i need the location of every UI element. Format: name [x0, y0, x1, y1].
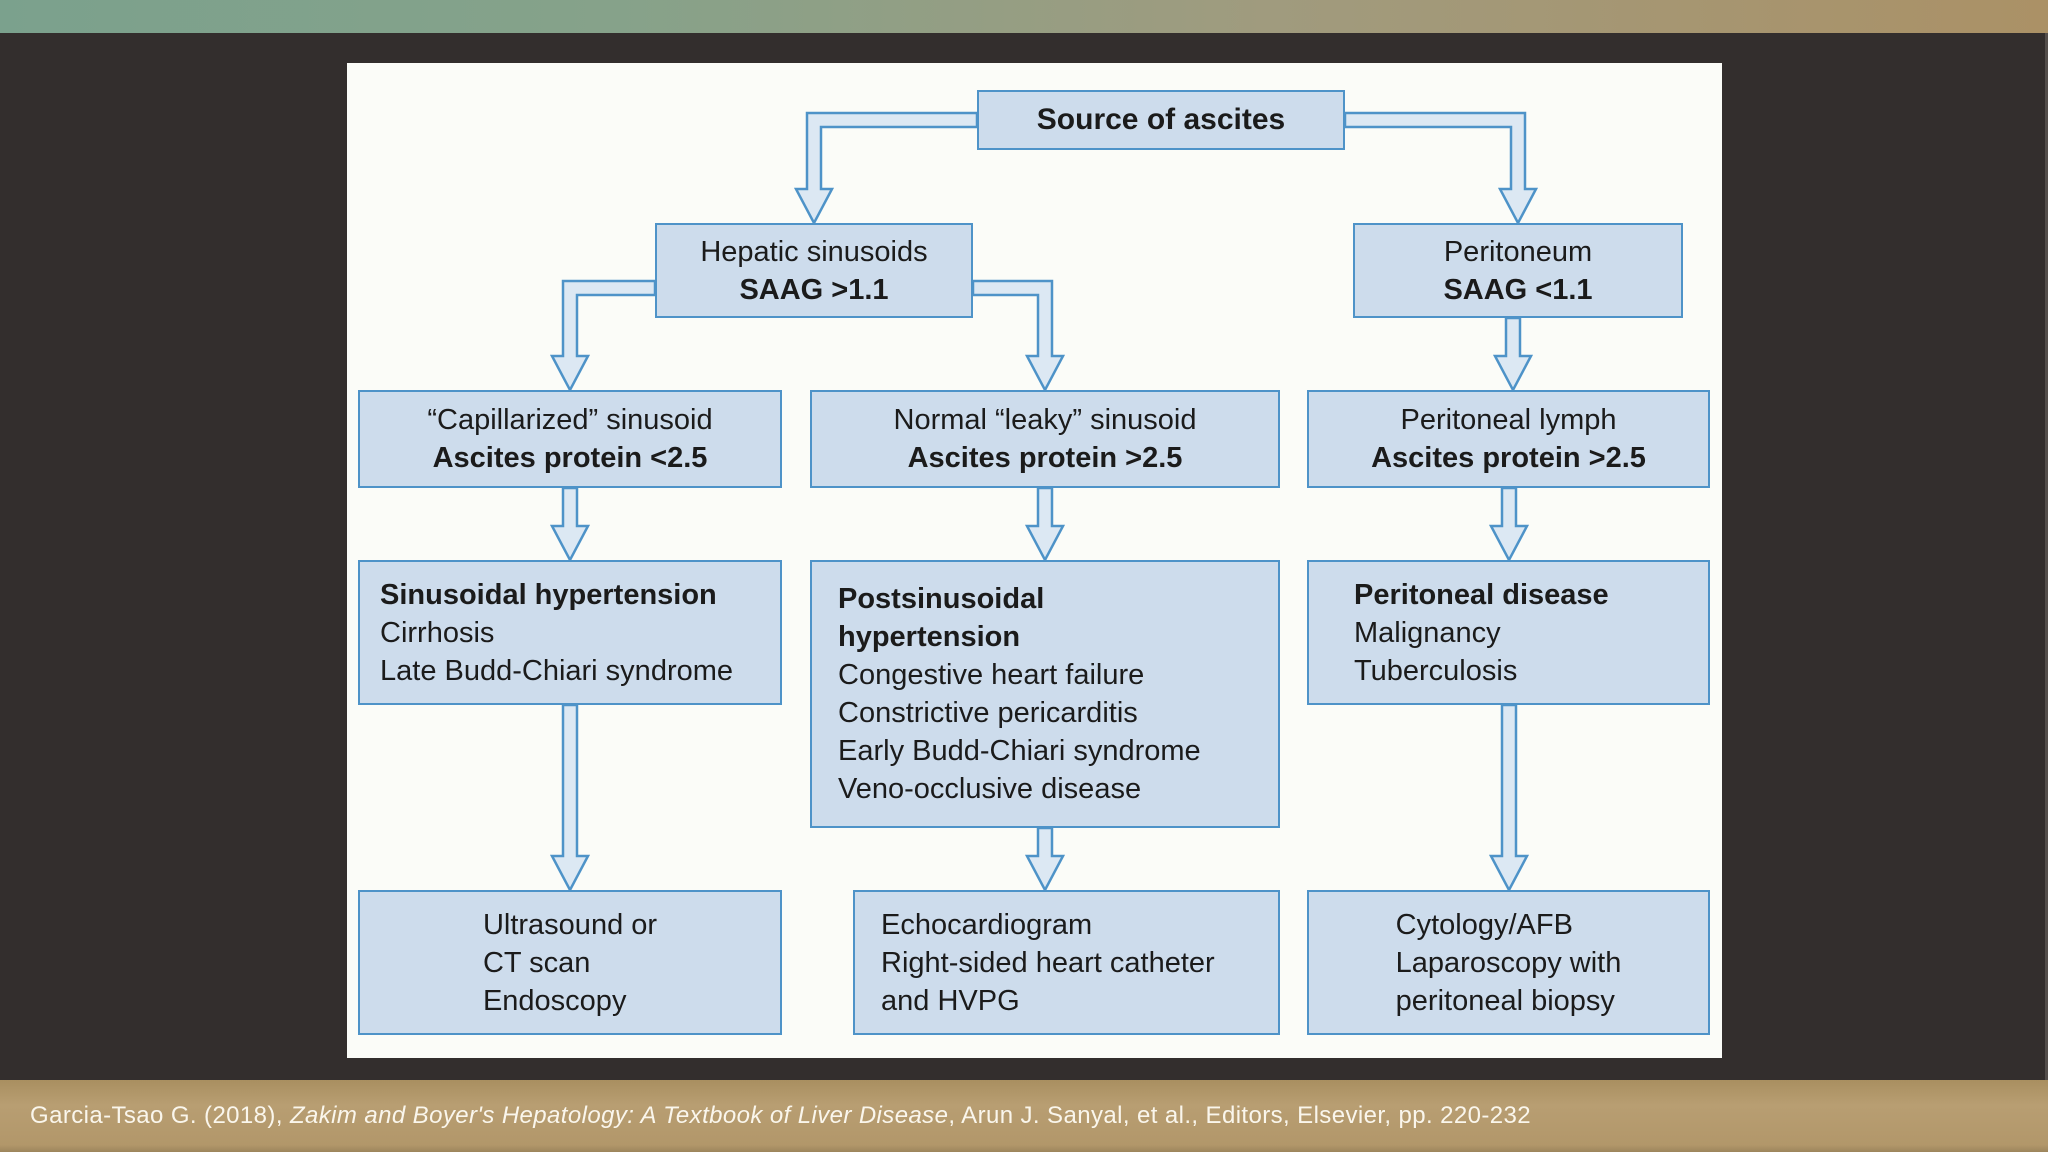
node-hepatic-sinusoids: Hepatic sinusoids SAAG >1.1: [655, 223, 973, 318]
arrow-lymph-to-peritoneal-disease: [1488, 486, 1530, 563]
figure-panel: Source of ascites Hepatic sinusoids SAAG…: [347, 63, 1722, 1058]
node-normal-leaky-sinusoid: Normal “leaky” sinusoid Ascites protein …: [810, 390, 1280, 488]
node-line: Malignancy: [1354, 616, 1501, 649]
node-line: Ascites protein >2.5: [1371, 442, 1646, 474]
node-line: Laparoscopy with: [1395, 946, 1622, 979]
node-peritoneum: Peritoneum SAAG <1.1: [1353, 223, 1683, 318]
node-sinusoidal-hypertension: Sinusoidal hypertension Cirrhosis Late B…: [358, 560, 782, 705]
node-cytology-workup: Cytology/AFB Laparoscopy with peritoneal…: [1307, 890, 1710, 1035]
node-source-of-ascites: Source of ascites: [977, 90, 1345, 150]
citation-rest: , Arun J. Sanyal, et al., Editors, Elsev…: [948, 1102, 1532, 1129]
node-line: Congestive heart failure: [838, 659, 1145, 691]
arrow-source-to-hepatic: [793, 111, 979, 226]
arrow-peritoneum-to-lymph: [1492, 316, 1534, 393]
node-peritoneal-disease: Peritoneal disease Malignancy Tuberculos…: [1307, 560, 1710, 705]
node-line: Late Budd-Chiari syndrome: [380, 654, 734, 687]
citation-text: Garcia-Tsao G. (2018), Zakim and Boyer's…: [0, 1102, 1531, 1130]
node-line: and HVPG: [881, 984, 1020, 1017]
node-line: Endoscopy: [482, 984, 627, 1017]
node-line: Ascites protein >2.5: [907, 442, 1183, 474]
node-ultrasound-workup: Ultrasound or CT scan Endoscopy: [358, 890, 782, 1035]
node-line: peritoneal biopsy: [1395, 984, 1615, 1017]
node-line: SAAG <1.1: [1443, 273, 1593, 306]
node-line: CT scan: [482, 946, 591, 979]
node-line: Tuberculosis: [1354, 654, 1518, 687]
right-edge-strip: [2045, 33, 2048, 1080]
citation-book-title: Zakim and Boyer's Hepatology: A Textbook…: [289, 1102, 949, 1129]
node-line: Normal “leaky” sinusoid: [893, 404, 1197, 436]
node-line: Right-sided heart catheter: [881, 946, 1215, 979]
node-line: “Capillarized” sinusoid: [427, 404, 713, 436]
node-line-group: Ultrasound or CT scan Endoscopy: [483, 906, 657, 1020]
node-line: Constrictive pericarditis: [838, 697, 1138, 729]
node-line: Cirrhosis: [380, 616, 495, 649]
node-line-group: Cytology/AFB Laparoscopy with peritoneal…: [1396, 906, 1622, 1020]
node-title: Sinusoidal hypertension: [380, 578, 717, 611]
node-line: Cytology/AFB: [1395, 908, 1573, 941]
arrow-hepatic-to-leaky: [971, 279, 1066, 393]
flow-arrows: [549, 111, 1539, 893]
node-line: Veno-occlusive disease: [838, 773, 1142, 805]
citation-author: Garcia-Tsao G. (2018),: [30, 1102, 290, 1129]
node-line: Ascites protein <2.5: [432, 442, 708, 474]
node-capillarized-sinusoid: “Capillarized” sinusoid Ascites protein …: [358, 390, 782, 488]
node-line: Ultrasound or: [482, 908, 658, 941]
footer-citation-band: Garcia-Tsao G. (2018), Zakim and Boyer's…: [0, 1080, 2048, 1152]
node-title: Peritoneal disease: [1354, 578, 1609, 611]
arrow-postsinusoidal-to-echo: [1024, 826, 1066, 893]
arrow-sinusoidal-to-ultrasound: [549, 703, 591, 893]
node-echocardiogram-workup: Echocardiogram Right-sided heart cathete…: [853, 890, 1280, 1035]
node-line: Hepatic sinusoids: [700, 235, 928, 268]
node-postsinusoidal-hypertension: Postsinusoidal hypertension Congestive h…: [810, 560, 1280, 828]
node-line: Early Budd-Chiari syndrome: [838, 735, 1201, 767]
top-decorative-strip: [0, 0, 2048, 33]
node-peritoneal-lymph: Peritoneal lymph Ascites protein >2.5: [1307, 390, 1710, 488]
node-title: Source of ascites: [1036, 103, 1286, 136]
arrow-leaky-to-postsinusoidal: [1024, 486, 1066, 563]
node-title: Postsinusoidal hypertension: [838, 583, 1045, 653]
node-line: Echocardiogram: [881, 908, 1093, 941]
node-line: Peritoneum: [1443, 235, 1593, 268]
node-line: SAAG >1.1: [739, 273, 889, 306]
arrow-hepatic-to-capillarized: [549, 279, 657, 393]
arrow-peritoneal-disease-to-cytology: [1488, 703, 1530, 893]
node-line: Peritoneal lymph: [1400, 404, 1617, 436]
arrow-capillarized-to-sinusoidal: [549, 486, 591, 563]
arrow-source-to-peritoneum: [1343, 111, 1539, 226]
